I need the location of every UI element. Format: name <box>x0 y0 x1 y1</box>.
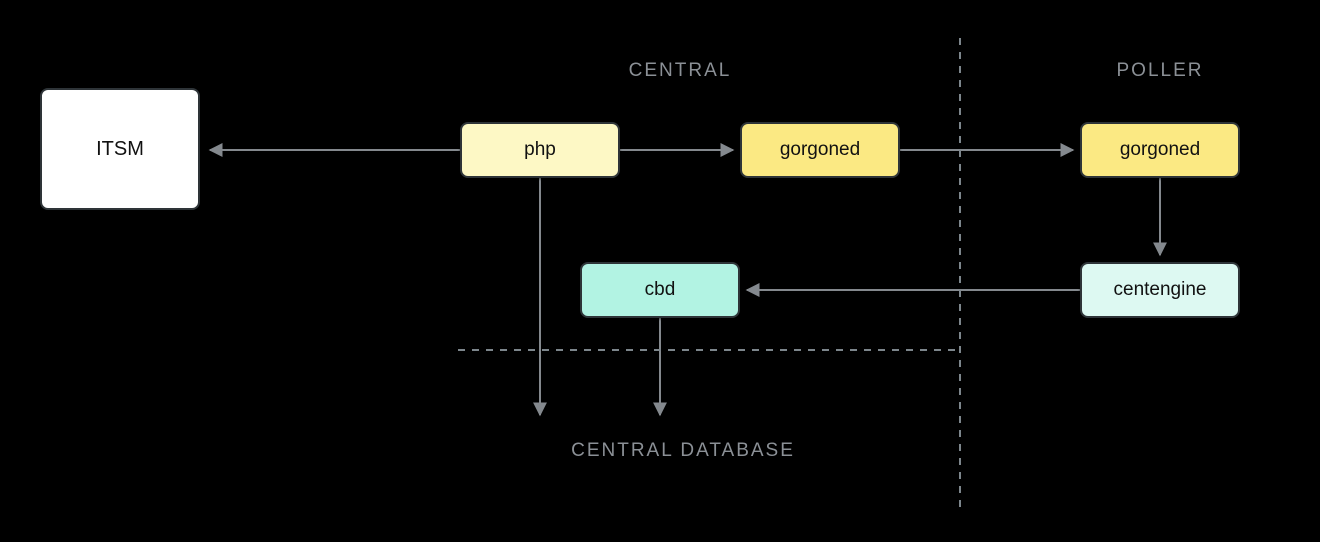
node-cbd-label: cbd <box>644 279 676 300</box>
node-centengine: centengine <box>1080 262 1240 318</box>
zone-label-central: CENTRAL <box>628 60 732 81</box>
node-gorgoned-poller-label: gorgoned <box>1119 139 1201 160</box>
node-gorgoned-poller: gorgoned <box>1080 122 1240 178</box>
zone-label-central-database: CENTRAL DATABASE <box>571 440 795 461</box>
node-itsm: ITSM <box>40 88 200 210</box>
node-centengine-label: centengine <box>1113 279 1207 300</box>
node-php-label: php <box>524 139 556 160</box>
node-itsm-label: ITSM <box>96 137 144 160</box>
node-gorgoned-central: gorgoned <box>740 122 900 178</box>
node-php: php <box>460 122 620 178</box>
node-cbd: cbd <box>580 262 740 318</box>
node-gorgoned-central-label: gorgoned <box>779 139 861 160</box>
zone-label-poller: POLLER <box>1116 60 1204 81</box>
